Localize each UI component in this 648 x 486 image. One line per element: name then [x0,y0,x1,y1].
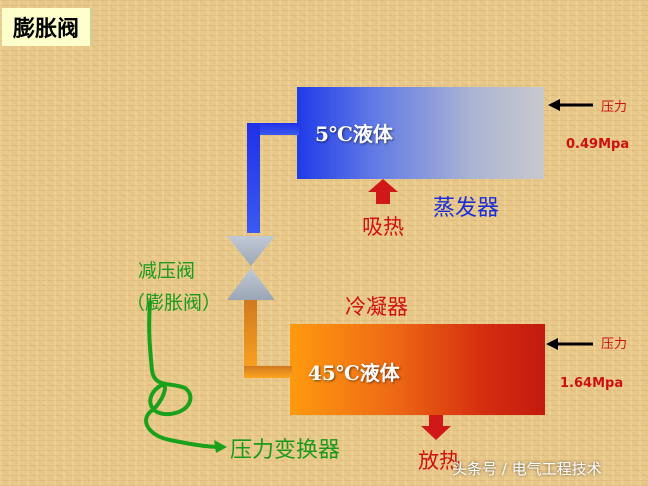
condenser-pipe [244,300,292,378]
watermark: 头条号 / 电气工程技术 [452,460,602,478]
evaporator-pipe [247,123,299,233]
condenser-block [290,324,545,415]
page-title: 膨胀阀 [2,8,92,46]
evaporator-pressure-value: 0.49Mpa [566,137,630,152]
release-heat-arrow [421,415,451,440]
pressure-transducer-label: 压力变换器 [230,438,341,463]
condenser-name: 冷凝器 [345,295,408,319]
condenser-pressure-value: 1.64Mpa [560,376,624,391]
valve-name: 减压阀 [138,260,196,282]
valve-alt-name: （膨胀阀） [126,292,222,314]
evaporator-temp-label: 5℃液体 [315,122,393,146]
absorb-heat-arrow [368,179,398,204]
evaporator-pressure-arrow [548,99,593,111]
absorb-heat-label: 吸热 [362,215,404,239]
capillary-tube [144,300,224,449]
release-heat-label: 放热 [418,449,460,473]
evaporator-pressure-label: 压力 [601,100,628,115]
expansion-valve [227,236,275,300]
evaporator-name: 蒸发器 [433,196,500,221]
condenser-pressure-label: 压力 [601,337,628,352]
condenser-pressure-arrow [546,338,593,350]
condenser-temp-label: 45℃液体 [308,361,400,385]
evaporator-block [297,87,544,179]
capillary-arrow-head [214,440,227,453]
